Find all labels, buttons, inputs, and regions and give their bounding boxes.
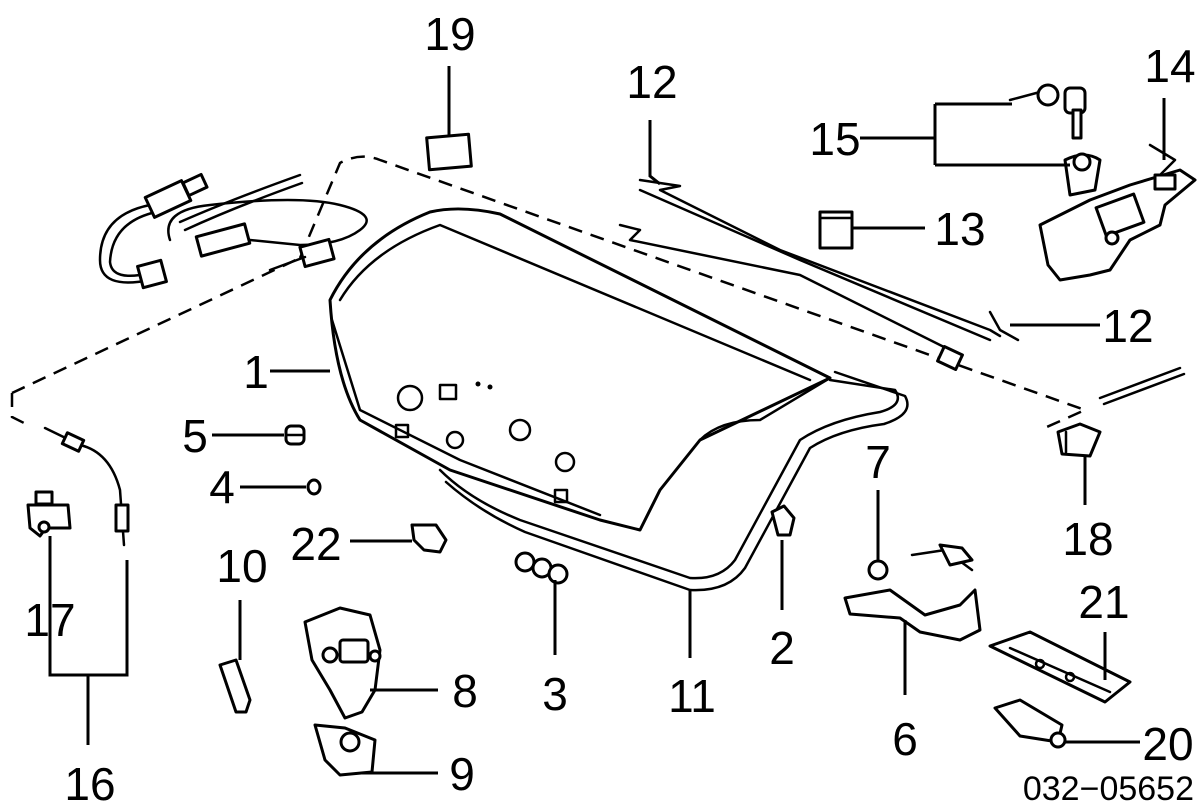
callout-14: 14 [1144,40,1195,92]
callout-20: 20 [1142,718,1193,770]
opener-switch-harness [98,172,368,290]
callout-5: 5 [182,410,208,462]
callout-17: 17 [24,594,75,646]
callout-9: 9 [449,748,475,800]
lock-cylinder-set [1008,83,1102,197]
trunk-latch [1038,143,1197,282]
bushing-7 [867,559,889,581]
callout-18: 18 [1062,513,1113,565]
callout-12-right: 12 [1102,300,1153,352]
callout-19: 19 [424,8,475,60]
opener-rods [618,178,1020,371]
pad-19 [425,132,473,172]
callout-10: 10 [216,540,267,592]
callout-3: 3 [542,668,568,720]
hinge-6 [843,543,982,642]
garnish-21 [988,630,1132,704]
callout-16: 16 [64,758,115,807]
grommet-5 [284,424,306,446]
light-20 [993,698,1067,749]
clip-18 [1056,422,1102,458]
callout-7: 7 [865,436,891,488]
callout-1: 1 [243,346,269,398]
callout-11: 11 [668,670,716,722]
buffer-2 [770,504,796,537]
clip-10 [218,658,252,714]
leader-lines [48,66,1166,775]
assembly-boundary [10,155,1089,432]
clip-22 [410,523,448,554]
callout-2: 2 [769,622,795,674]
callout-12-top: 12 [626,56,677,108]
striker-8 [303,606,382,720]
callout-4: 4 [209,461,235,513]
callout-21: 21 [1078,576,1129,628]
callout-15: 15 [809,113,860,165]
callout-22: 22 [290,518,341,570]
trunk-lid [328,207,832,532]
release-cable [43,426,130,547]
catalog-number: 032−05652 [1023,770,1194,807]
bumper-13 [818,210,854,250]
callout-8: 8 [452,665,478,717]
ring-4 [306,478,322,496]
opener-rod-end [1098,366,1186,406]
weatherstrip [438,370,909,592]
callout-6: 6 [892,713,918,765]
callout-13: 13 [934,203,985,255]
grommet-3 [514,551,569,585]
guide-9 [313,723,377,777]
cable-clip [26,490,72,538]
